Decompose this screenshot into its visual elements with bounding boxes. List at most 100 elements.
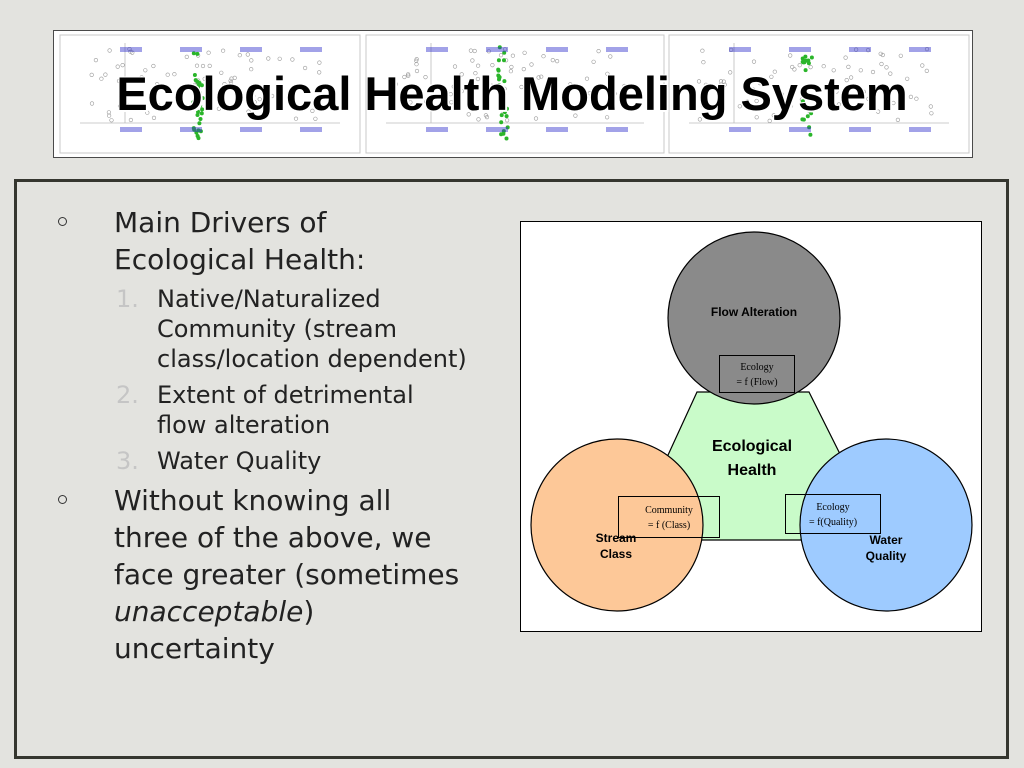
- plot-point: [109, 118, 114, 123]
- plot-point: [700, 103, 706, 108]
- plot-point: [249, 58, 254, 63]
- plot-tick-mark: [180, 47, 202, 52]
- plot-point: [99, 76, 104, 81]
- plot-point: [128, 117, 133, 123]
- plot-point: [200, 63, 206, 69]
- plot-point: [197, 90, 202, 95]
- plot-point: [721, 79, 726, 84]
- stream-class-label: Stream Class: [595, 531, 637, 561]
- plot-point: [501, 131, 506, 136]
- plot-point: [875, 109, 881, 114]
- sub-item-text: Water Quality: [157, 447, 322, 475]
- plot-point: [107, 48, 112, 53]
- flow-formula-box: Ecology = f (Flow): [719, 355, 795, 393]
- plot-point: [703, 82, 709, 87]
- plot-point: [470, 58, 475, 63]
- plot-point: [800, 56, 805, 61]
- plot-point: [891, 100, 896, 106]
- plot-tick-mark: [606, 127, 628, 132]
- plot-point: [622, 83, 627, 89]
- plot-point: [206, 50, 211, 55]
- plot-point: [728, 47, 734, 53]
- plot-point: [591, 59, 596, 64]
- plot-point: [809, 93, 814, 98]
- plot-tick-mark: [849, 47, 871, 52]
- plot-point: [790, 64, 795, 70]
- plot-point: [500, 92, 505, 97]
- plot-point: [526, 87, 531, 92]
- plot-point: [472, 48, 477, 54]
- bullet-list: Main Drivers of Ecological Health: 1. Na…: [58, 204, 468, 673]
- plot-point: [191, 51, 196, 56]
- plot-point: [128, 49, 133, 54]
- water-formula-box: Ecology = f(Quality): [785, 494, 881, 534]
- plot-point: [197, 121, 202, 126]
- content-frame: [14, 179, 1009, 759]
- plot-point: [408, 100, 413, 105]
- plot-point: [606, 87, 611, 93]
- plot-point: [622, 90, 628, 96]
- plot-point: [393, 81, 399, 87]
- plot-point: [139, 75, 144, 80]
- plot-point: [466, 112, 471, 117]
- plot-point: [194, 63, 200, 68]
- plot-point: [502, 110, 507, 115]
- plot-point: [805, 114, 810, 119]
- plot-point: [745, 99, 750, 104]
- plot-point: [895, 117, 901, 122]
- water-quality-circle: [799, 438, 973, 612]
- plot-point: [728, 70, 733, 75]
- plot-point: [809, 111, 814, 116]
- plot-tick-mark: [180, 127, 202, 132]
- formula-line: = f (Flow): [736, 377, 778, 388]
- plot-point: [145, 110, 150, 115]
- plot-point: [505, 118, 510, 123]
- plot-point: [587, 91, 592, 96]
- plot-point: [199, 111, 204, 116]
- plot-point: [473, 71, 478, 76]
- plot-point: [459, 88, 464, 94]
- plot-point: [267, 92, 272, 98]
- plot-point: [508, 69, 514, 74]
- plot-point: [151, 63, 156, 69]
- sub-item-community: 1. Native/Naturalized Community (stream …: [58, 284, 468, 374]
- plot-tick-mark: [606, 47, 628, 52]
- plot-point: [536, 75, 541, 80]
- flow-alteration-circle: [667, 231, 841, 405]
- plot-point: [924, 47, 930, 52]
- plot-point: [584, 76, 590, 81]
- plot-point: [806, 105, 811, 110]
- plot-point: [246, 109, 251, 114]
- plot-point: [198, 117, 203, 121]
- plot-point: [804, 85, 809, 90]
- plot-point: [924, 68, 929, 74]
- plot-point: [448, 92, 453, 97]
- plot-point: [858, 68, 863, 73]
- plot-point: [195, 51, 200, 56]
- plot-point: [252, 99, 257, 105]
- plot-point: [143, 68, 148, 73]
- plot-point: [205, 87, 210, 92]
- plot-point: [800, 100, 805, 105]
- plot-point: [476, 117, 481, 122]
- plot-point: [499, 113, 504, 118]
- plot-tick-mark: [120, 47, 142, 52]
- bullet-text-before: Without knowing all three of the above, …: [114, 484, 460, 591]
- plot-point: [800, 59, 805, 64]
- plot-point: [808, 132, 813, 137]
- plot-point: [115, 64, 120, 69]
- plot-point: [803, 68, 808, 73]
- plot-point: [573, 113, 578, 118]
- plot-point: [509, 64, 514, 70]
- plot-point: [196, 85, 200, 90]
- plot-point: [908, 94, 914, 99]
- plot-point: [821, 64, 826, 69]
- plot-point: [771, 113, 776, 118]
- plot-point: [751, 87, 756, 92]
- plot-panel-frame: [59, 34, 361, 154]
- plot-point: [228, 80, 234, 85]
- plot-point: [505, 106, 509, 111]
- plot-point: [303, 65, 308, 71]
- plot-point: [216, 106, 221, 111]
- plot-panel-frame: [668, 34, 970, 154]
